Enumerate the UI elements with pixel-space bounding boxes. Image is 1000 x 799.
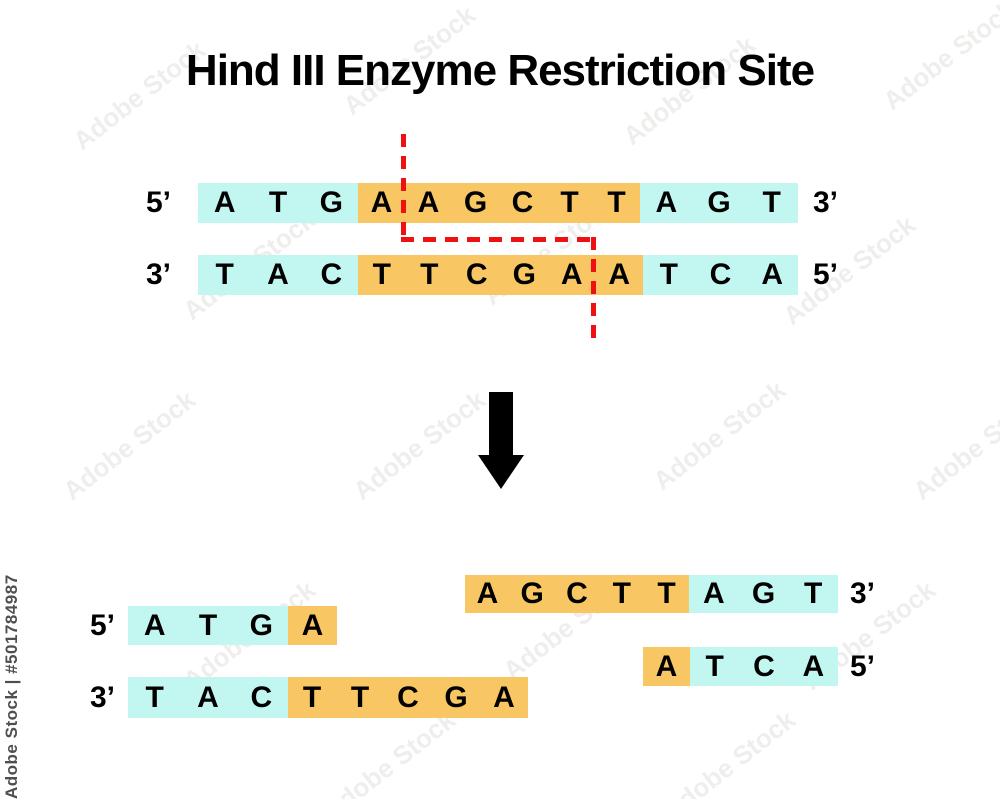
base-letter: A <box>655 649 678 683</box>
cut-line-vertical-top <box>401 134 406 240</box>
watermark-text: Adobe Stock <box>777 209 922 331</box>
watermark-text: Adobe Stock <box>317 704 462 799</box>
watermark-text: Adobe Stock <box>347 384 492 506</box>
left-fragment-strand1-end-label: 5’ <box>90 608 116 642</box>
base-letter: G <box>463 186 488 219</box>
base-letter: A <box>213 186 236 219</box>
base-letter: A <box>560 258 583 291</box>
watermark-text: Adobe Stock <box>57 384 202 506</box>
base-letter: C <box>397 680 419 714</box>
base-letter: G <box>319 186 343 219</box>
base-letter: T <box>145 680 164 714</box>
base-letter: A <box>301 608 324 642</box>
base-letter: T <box>612 577 631 610</box>
base-letter: C <box>511 186 534 219</box>
base-letter: G <box>707 186 731 219</box>
base-letter: T <box>350 680 370 714</box>
base-letter: A <box>608 258 631 291</box>
strand-segment-orange: A <box>288 606 337 645</box>
cut-line-vertical-bottom <box>591 237 596 338</box>
base-letter: C <box>566 577 588 610</box>
watermark-text: Adobe Stock <box>907 384 1000 506</box>
base-letter: T <box>607 186 626 219</box>
base-letter: A <box>761 258 784 291</box>
base-letter: T <box>198 608 218 642</box>
top-strand1-right-end-label: 3’ <box>813 186 839 219</box>
right-fragment-strand1-end-label: 3’ <box>850 577 876 610</box>
base-letter: T <box>420 258 439 291</box>
base-letter: T <box>762 186 781 219</box>
base-letter: A <box>267 258 289 291</box>
base-letter: T <box>302 680 322 714</box>
base-letter: G <box>444 680 468 714</box>
strand-segment-orange: A <box>643 647 690 686</box>
right-fragment-strand2-end-label: 5’ <box>850 649 876 683</box>
base-letter: G <box>512 258 536 291</box>
left-fragment-strand2-end-label: 3’ <box>90 680 116 714</box>
base-letter: A <box>476 577 499 610</box>
base-letter: A <box>802 649 825 683</box>
top-strand2-left-end-label: 3’ <box>146 258 172 291</box>
watermark-stock-id: Adobe Stock | #501784987 <box>2 574 21 799</box>
base-letter: A <box>143 608 166 642</box>
base-letter: A <box>417 186 440 219</box>
down-arrow-icon <box>478 455 524 489</box>
base-letter: T <box>657 577 676 610</box>
watermark-text: Adobe Stock <box>647 374 792 496</box>
page-title: Hind III Enzyme Restriction Site <box>185 46 815 95</box>
base-letter: C <box>250 680 273 714</box>
base-letter: G <box>249 608 273 642</box>
top-strand1-left-end-label: 5’ <box>146 186 172 219</box>
base-letter: A <box>493 680 515 714</box>
base-letter: A <box>370 186 393 219</box>
down-arrow-shaft <box>489 392 513 455</box>
cut-line-horizontal <box>401 237 596 242</box>
base-letter: T <box>659 258 678 291</box>
base-letter: T <box>268 186 288 219</box>
base-letter: T <box>372 258 391 291</box>
base-letter: T <box>705 649 724 683</box>
base-letter: G <box>520 577 544 610</box>
base-letter: A <box>655 186 678 219</box>
watermark-text: Adobe Stock <box>657 704 802 799</box>
base-letter: T <box>215 258 234 291</box>
base-letter: C <box>709 258 732 291</box>
base-letter: C <box>320 258 343 291</box>
base-letter: T <box>804 577 823 610</box>
top-strand2-right-end-label: 5’ <box>813 258 839 291</box>
base-letter: A <box>703 577 725 610</box>
base-letter: G <box>751 577 776 610</box>
base-letter: A <box>197 680 219 714</box>
base-letter: C <box>753 649 775 683</box>
base-letter: C <box>465 258 488 291</box>
base-letter: T <box>560 186 579 219</box>
